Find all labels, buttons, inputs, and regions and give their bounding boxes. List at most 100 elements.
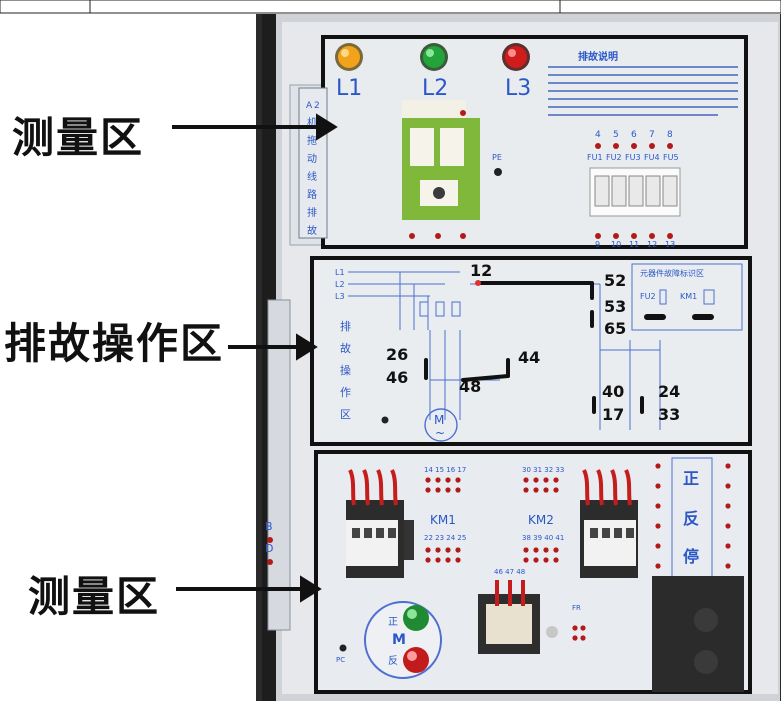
svg-text:PE: PE: [492, 153, 502, 162]
svg-text:13: 13: [665, 240, 675, 249]
svg-text:5: 5: [613, 130, 619, 140]
svg-text:11: 11: [629, 240, 639, 249]
svg-text:KM1: KM1: [430, 513, 456, 527]
svg-text:L3: L3: [335, 292, 345, 301]
svg-text:M: M: [392, 632, 406, 648]
svg-text:D: D: [265, 542, 273, 555]
svg-text:区: 区: [340, 408, 351, 421]
motor-symbol: M ~: [424, 408, 458, 442]
svg-text:FU5: FU5: [663, 153, 679, 162]
thermal-relay: 46 47 48 FR: [478, 568, 586, 654]
wire-52: 52: [604, 271, 626, 290]
svg-text:M: M: [434, 413, 444, 427]
svg-text:故: 故: [340, 341, 351, 355]
wire-40: 40: [602, 382, 624, 401]
svg-text:38 39 40 41: 38 39 40 41: [522, 534, 564, 542]
lamp-l1: L1: [335, 43, 363, 101]
svg-text:L2: L2: [335, 280, 345, 289]
svg-text:L1: L1: [335, 268, 345, 277]
svg-text:停: 停: [683, 547, 699, 566]
km1-terminals: 14 15 16 17 KM1 22 23 24 25: [424, 466, 466, 563]
svg-text:8: 8: [667, 130, 673, 140]
svg-text:机: 机: [307, 116, 317, 129]
contactor-km2: [580, 469, 638, 578]
wire-12: 12: [470, 261, 492, 280]
wire-65: 65: [604, 319, 626, 338]
side-title: A 2 机 拖 动 线 路 排 故: [298, 87, 328, 239]
fault-indicator-area: 元器件故障标识区 FU2 KM1: [631, 263, 743, 331]
svg-text:14 15 16 17: 14 15 16 17: [424, 466, 466, 474]
svg-text:PC: PC: [336, 656, 345, 664]
wire-53: 53: [604, 297, 626, 316]
wire-48: 48: [459, 377, 481, 396]
svg-text:排故说明: 排故说明: [578, 50, 618, 63]
wire-17: 17: [602, 405, 624, 424]
wire-number-labels: 12 52 53 65 26 46 44 48 40 24 17 33: [386, 261, 680, 424]
km2-terminals: 30 31 32 33 KM2 38 39 40 41: [522, 466, 564, 563]
label-fault-operation: 排故操作区: [4, 319, 225, 368]
top-table-fragment: [0, 0, 781, 14]
svg-text:FU2: FU2: [640, 292, 656, 301]
jumper-wires: [424, 281, 644, 414]
svg-text:4: 4: [595, 130, 601, 140]
lamp-l3: L3: [502, 43, 531, 101]
top-measure-section: A 2 机 拖 动 线 路 排 故 L1 L2 L3: [298, 35, 748, 249]
svg-text:作: 作: [340, 386, 351, 399]
label-measure-top: 测量区: [12, 113, 145, 162]
instructions-block: 排故说明: [548, 50, 738, 116]
svg-text:A: A: [306, 101, 313, 111]
svg-text:拖: 拖: [307, 134, 317, 147]
wire-26: 26: [386, 345, 408, 364]
svg-text:故: 故: [307, 224, 317, 237]
svg-text:动: 动: [307, 153, 317, 165]
wire-44: 44: [518, 348, 540, 367]
svg-text:L2: L2: [422, 76, 448, 101]
svg-text:FU4: FU4: [644, 153, 660, 162]
svg-text:9: 9: [595, 240, 600, 249]
svg-text:线: 线: [307, 170, 317, 183]
svg-text:46 47 48: 46 47 48: [494, 568, 525, 576]
svg-text:路: 路: [307, 188, 317, 201]
lamp-l2: L2: [420, 43, 448, 101]
svg-text:7: 7: [649, 130, 655, 140]
svg-text:B: B: [265, 520, 273, 533]
pc-terminal: PC: [336, 644, 347, 664]
svg-text:操: 操: [340, 363, 351, 377]
callout-arrows: [172, 113, 338, 603]
svg-text:正: 正: [388, 617, 398, 628]
svg-text:元器件故障标识区: 元器件故障标识区: [640, 268, 704, 278]
label-measure-bottom: 测量区: [28, 572, 161, 621]
pe-terminal: PE: [492, 153, 502, 176]
svg-text:反: 反: [683, 509, 699, 528]
svg-text:12: 12: [647, 240, 657, 249]
circuit-breaker: [402, 100, 480, 239]
svg-text:2: 2: [314, 101, 320, 111]
svg-text:排: 排: [340, 319, 351, 333]
svg-text:~: ~: [435, 426, 445, 440]
svg-text:30 31 32 33: 30 31 32 33: [522, 466, 564, 474]
svg-text:22 23 24 25: 22 23 24 25: [424, 534, 466, 542]
fault-operation-section: 排 故 操 作 区 L1 L2 L3: [310, 256, 752, 446]
svg-text:KM2: KM2: [528, 513, 554, 527]
svg-text:正: 正: [683, 469, 699, 488]
svg-text:FU2: FU2: [606, 153, 622, 162]
svg-text:L1: L1: [336, 76, 362, 101]
pushbutton-diagram: 正 反 停: [655, 457, 731, 579]
wire-24: 24: [658, 382, 680, 401]
wire-46: 46: [386, 368, 408, 387]
motor-control-buttons: 正 反 M: [364, 601, 442, 679]
svg-text:FU1: FU1: [587, 153, 603, 162]
svg-text:排: 排: [307, 206, 317, 219]
bottom-measure-section: 14 15 16 17 KM1 22 23 24 25 30 31 32 33 …: [314, 450, 752, 694]
svg-text:6: 6: [631, 130, 637, 140]
contactor-km1: [346, 469, 414, 578]
fuse-block: 4 5 6 7 8 FU1 FU2 FU3 FU4 FU5: [587, 130, 681, 249]
wire-33: 33: [658, 405, 680, 424]
svg-text:FR: FR: [572, 604, 581, 612]
svg-text:KM1: KM1: [680, 292, 697, 301]
svg-text:FU3: FU3: [625, 153, 641, 162]
svg-text:L3: L3: [505, 76, 531, 101]
svg-text:反: 反: [388, 655, 398, 667]
button-station: [652, 576, 744, 692]
svg-text:10: 10: [611, 240, 621, 249]
